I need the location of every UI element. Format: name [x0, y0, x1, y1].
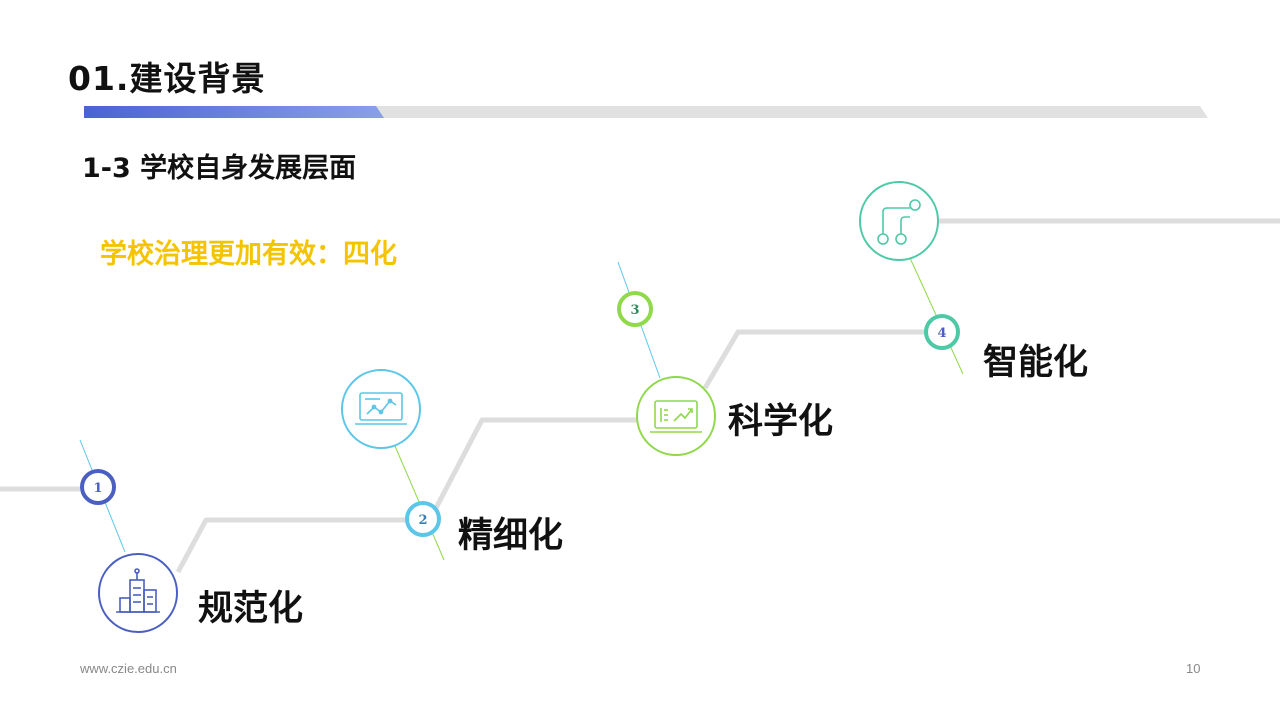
section-subtitle: 1-3 学校自身发展层面 — [82, 153, 357, 184]
title-underline — [84, 106, 1208, 118]
step-4-number: 4 — [937, 326, 946, 341]
step-2-number-circle — [405, 501, 441, 537]
step-4: 4 — [859, 181, 964, 375]
page-title: 01.建设背景 — [68, 59, 266, 98]
highlight-text: 学校治理更加有效：四化 — [100, 239, 397, 270]
step-2-number: 2 — [418, 513, 427, 528]
step-2-label: 精细化 — [458, 516, 564, 556]
laptop-chart-icon — [355, 392, 407, 425]
step-3-number: 3 — [630, 303, 639, 318]
step-1: 1 — [79, 439, 178, 633]
step-4-icon-circle — [859, 181, 939, 261]
step-1-number-circle — [80, 469, 116, 505]
step-1-label: 规范化 — [198, 589, 304, 629]
step-1-number: 1 — [93, 481, 102, 496]
footer-url: www.czie.edu.cn — [80, 661, 177, 676]
building-icon — [116, 568, 160, 613]
step-4-number-circle — [924, 314, 960, 350]
step-4-label: 智能化 — [983, 343, 1089, 383]
page-number: 10 — [1186, 661, 1201, 676]
step-3-icon-circle — [636, 376, 716, 456]
step-3-number-circle — [617, 291, 653, 327]
flowchart-icon — [877, 199, 921, 245]
step-2: 2 — [341, 369, 445, 561]
laptop-growth-icon — [650, 400, 702, 433]
step-3: 3 — [617, 261, 716, 456]
step-2-icon-circle — [341, 369, 421, 449]
staircase-path — [0, 218, 1280, 574]
step-3-label: 科学化 — [728, 402, 834, 442]
step-1-icon-circle — [98, 553, 178, 633]
